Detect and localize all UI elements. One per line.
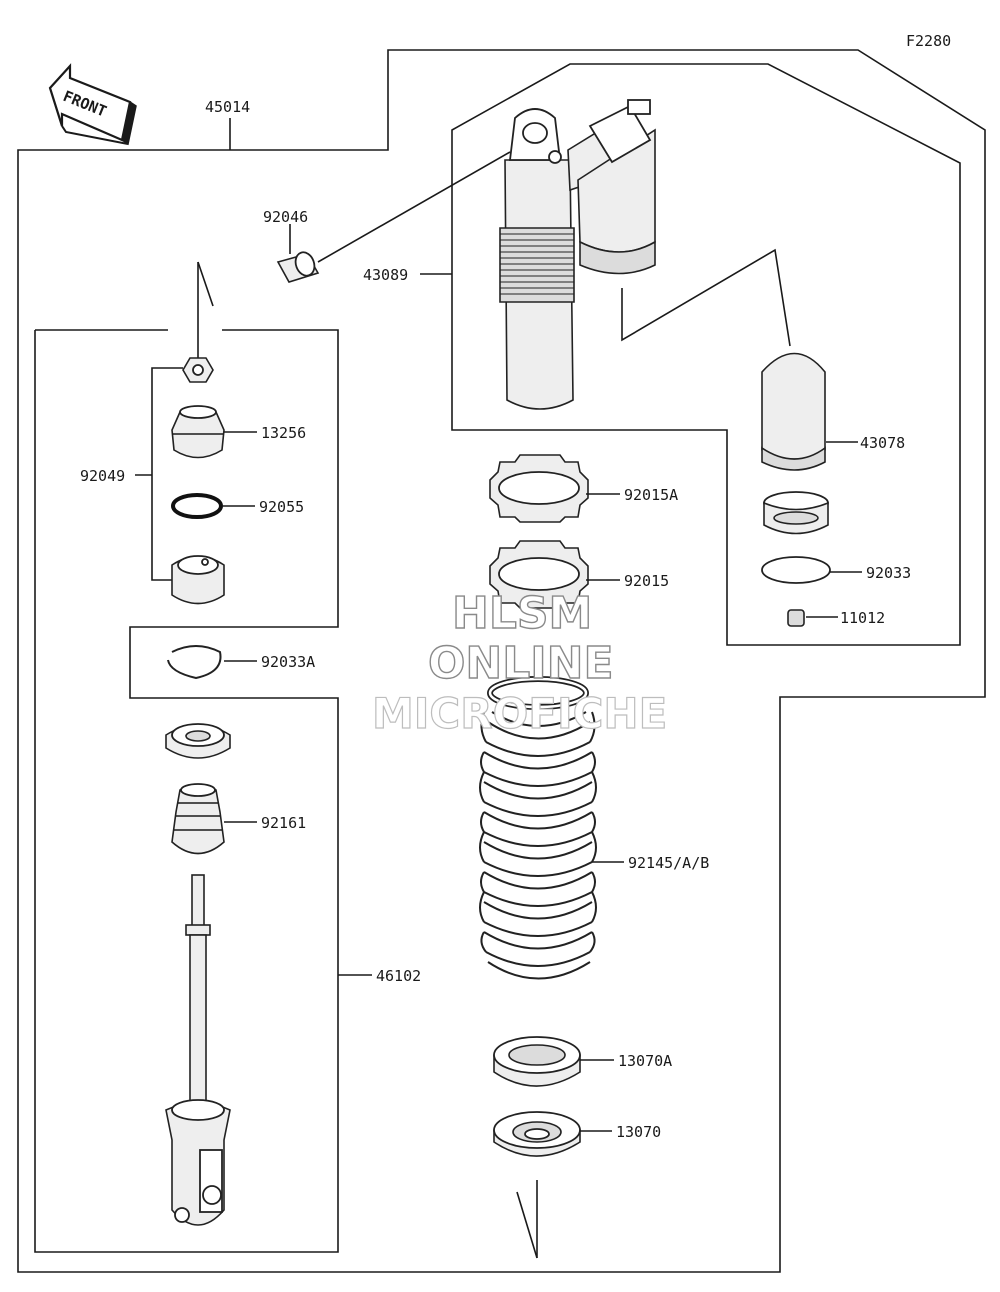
figure-code: F2280 [906, 32, 951, 50]
front-arrow-icon: FRONT [48, 63, 137, 146]
circlip-92033 [761, 556, 831, 584]
o-ring-92055 [171, 493, 223, 519]
label-92055: 92055 [259, 498, 304, 516]
piston-rod-46102 [165, 874, 231, 1226]
watermark-line3: MICROFICHE [372, 689, 667, 738]
bearing-92046 [276, 251, 320, 283]
adjuster-nut-92015 [489, 540, 589, 609]
bushing-13256 [171, 405, 225, 459]
label-92015A: 92015A [624, 486, 678, 504]
subassembly-outline-46102 [34, 329, 339, 1253]
label-92015: 92015 [624, 572, 669, 590]
collar [165, 723, 231, 759]
label-92033: 92033 [866, 564, 911, 582]
label-92145: 92145/A/B [628, 854, 709, 872]
label-92046: 92046 [263, 208, 308, 226]
spring-seat-13070 [493, 1111, 581, 1157]
label-92161: 92161 [261, 814, 306, 832]
lower-bushing [171, 555, 225, 605]
locknut-92015A [489, 454, 589, 523]
label-13070A: 13070A [618, 1052, 672, 1070]
shock-body-43089 [499, 99, 656, 410]
label-13070: 13070 [616, 1123, 661, 1141]
subassembly-outline-43089 [451, 63, 961, 646]
watermark-line2: ONLINE [428, 638, 614, 689]
spring-guide-13070A [493, 1036, 581, 1087]
reservoir-bladder-43078 [761, 352, 826, 471]
watermark-line1: HLSM [452, 588, 592, 639]
label-46102: 46102 [376, 967, 421, 985]
circlip-92033A [167, 645, 222, 680]
label-92049: 92049 [80, 467, 125, 485]
label-92033A: 92033A [261, 653, 315, 671]
label-45014: 45014 [205, 98, 250, 116]
label-11012: 11012 [840, 609, 885, 627]
nut [182, 357, 214, 383]
reservoir-cap [763, 491, 829, 535]
label-13256: 13256 [261, 424, 306, 442]
valve-cap-11012 [787, 609, 805, 627]
label-43089: 43089 [363, 266, 408, 284]
spring-92145 [479, 676, 597, 980]
assembly-outline-45014 [17, 49, 986, 1273]
label-43078: 43078 [860, 434, 905, 452]
bump-stop-92161 [171, 783, 225, 855]
